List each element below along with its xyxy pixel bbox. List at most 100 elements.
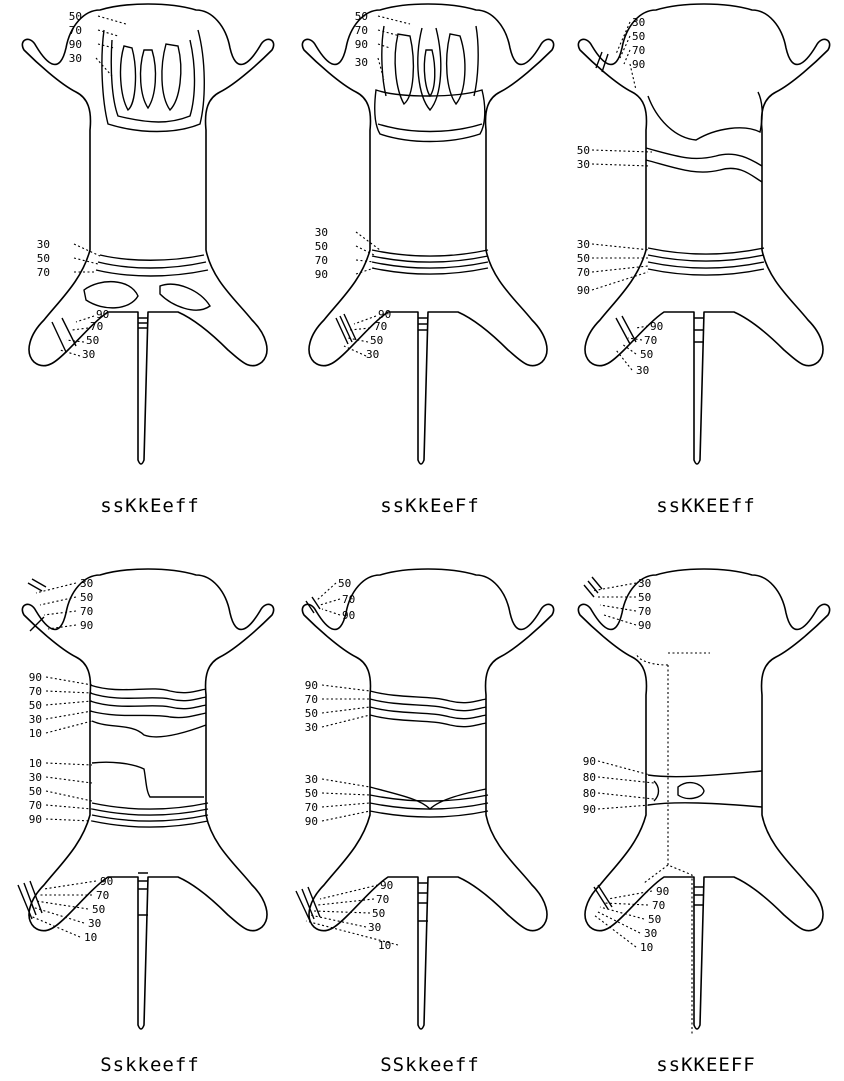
label-mid-4: 30 <box>305 721 318 734</box>
label-head-3: 70 <box>632 44 645 57</box>
label-mid-3: 50 <box>305 707 318 720</box>
panel-2: 50 70 90 30 30 50 70 90 90 70 50 30 ssKk… <box>302 4 553 517</box>
label-head-1: 30 <box>632 16 645 29</box>
label-leg-3: 50 <box>372 907 385 920</box>
label-lower-3: 70 <box>305 801 318 814</box>
label-head-3: 70 <box>638 605 651 618</box>
label-mid-4: 90 <box>583 803 596 816</box>
leaders <box>60 16 126 356</box>
label-lower-1: 10 <box>29 757 42 770</box>
label-mid-2: 30 <box>577 158 590 171</box>
pattern-contours <box>596 52 764 344</box>
value-labels: 50 70 90 90 70 50 30 30 50 70 90 90 70 5… <box>305 577 394 952</box>
label-waist-3: 70 <box>577 266 590 279</box>
label-head-4: 90 <box>80 619 93 632</box>
label-leg-2: 70 <box>96 889 109 902</box>
label-head-1: 50 <box>355 10 368 23</box>
label-leg-1: 90 <box>380 879 393 892</box>
label-leg-2: 70 <box>90 320 103 333</box>
label-head-1: 50 <box>69 10 82 23</box>
label-lower-4: 90 <box>305 815 318 828</box>
panel-1: 50 70 90 30 30 50 70 90 70 50 30 ssKkEef… <box>22 4 273 517</box>
pattern-contours <box>296 597 488 921</box>
label-head-4: 30 <box>69 52 82 65</box>
label-mid-1: 90 <box>29 671 42 684</box>
label-leg-4: 30 <box>644 927 657 940</box>
label-waist-1: 30 <box>37 238 50 251</box>
label-mid-1: 90 <box>305 679 318 692</box>
genotype-label: Sskkeeff <box>100 1054 200 1076</box>
label-leg-5: 10 <box>84 931 97 944</box>
pattern-contours <box>18 579 208 919</box>
label-leg-2: 70 <box>376 893 389 906</box>
label-head-3: 90 <box>69 38 82 51</box>
panel-5: 50 70 90 90 70 50 30 30 50 70 90 90 70 5… <box>296 569 554 1076</box>
label-leg-2: 70 <box>374 320 387 333</box>
label-lower-4: 70 <box>29 799 42 812</box>
pelt-outline <box>578 569 829 1029</box>
label-leg-2: 70 <box>644 334 657 347</box>
label-waist-1: 30 <box>577 238 590 251</box>
label-head-2: 70 <box>355 24 368 37</box>
label-head-2: 70 <box>342 593 355 606</box>
label-leg-5: 10 <box>378 939 391 952</box>
label-leg-3: 50 <box>640 348 653 361</box>
label-leg-4: 30 <box>636 364 649 377</box>
panel-4: 30 50 70 90 90 70 50 30 10 10 30 50 70 9… <box>18 569 274 1076</box>
label-mid-3: 50 <box>29 699 42 712</box>
genotype-label: ssKKEEff <box>656 495 756 517</box>
pelt-outline <box>302 4 553 464</box>
label-waist-4: 90 <box>315 268 328 281</box>
label-leg-4: 30 <box>88 917 101 930</box>
pelt-outline <box>22 569 273 1029</box>
label-lower-3: 50 <box>29 785 42 798</box>
label-mid-2: 80 <box>583 771 596 784</box>
label-head-2: 70 <box>69 24 82 37</box>
label-lower-1: 30 <box>305 773 318 786</box>
label-leg-3: 50 <box>92 903 105 916</box>
pattern-contours <box>52 30 210 352</box>
leaders <box>592 583 654 947</box>
label-leg-3: 50 <box>648 913 661 926</box>
pattern-contours <box>336 26 488 344</box>
value-labels: 30 50 70 90 90 80 80 90 90 70 50 30 10 <box>583 577 670 954</box>
genotype-label: SSkkeeff <box>380 1054 480 1076</box>
genotype-label: ssKkEeff <box>100 495 200 517</box>
label-lower-2: 30 <box>29 771 42 784</box>
label-head-2: 50 <box>632 30 645 43</box>
genotype-label: ssKKEEFF <box>656 1054 756 1076</box>
label-leg-4: 30 <box>82 348 95 361</box>
label-head-1: 30 <box>80 577 93 590</box>
pelt-outline <box>578 4 829 464</box>
label-leg-4: 30 <box>368 921 381 934</box>
pattern-contours <box>584 577 762 1035</box>
label-head-1: 30 <box>638 577 651 590</box>
label-mid-3: 80 <box>583 787 596 800</box>
label-head-4: 90 <box>632 58 645 71</box>
label-leg-1: 90 <box>100 875 113 888</box>
label-head-3: 70 <box>80 605 93 618</box>
label-head-3: 90 <box>355 38 368 51</box>
label-leg-4: 30 <box>366 348 379 361</box>
pelt-outline <box>302 569 553 1029</box>
label-waist-2: 50 <box>577 252 590 265</box>
label-leg-1: 90 <box>656 885 669 898</box>
label-head-2: 50 <box>638 591 651 604</box>
label-mid-2: 70 <box>29 685 42 698</box>
label-lower-5: 90 <box>29 813 42 826</box>
label-leg-3: 50 <box>370 334 383 347</box>
label-leg-2: 70 <box>652 899 665 912</box>
label-mid-1: 50 <box>577 144 590 157</box>
label-lower-2: 50 <box>305 787 318 800</box>
label-head-1: 50 <box>338 577 351 590</box>
label-waist-1: 30 <box>315 226 328 239</box>
label-mid-4: 30 <box>29 713 42 726</box>
label-waist-3: 70 <box>315 254 328 267</box>
label-leg-5: 10 <box>640 941 653 954</box>
label-head-4: 90 <box>638 619 651 632</box>
label-waist-2: 50 <box>37 252 50 265</box>
value-labels: 50 70 90 30 30 50 70 90 70 50 30 <box>37 10 110 361</box>
label-waist-4: 90 <box>577 284 590 297</box>
label-mid-2: 70 <box>305 693 318 706</box>
